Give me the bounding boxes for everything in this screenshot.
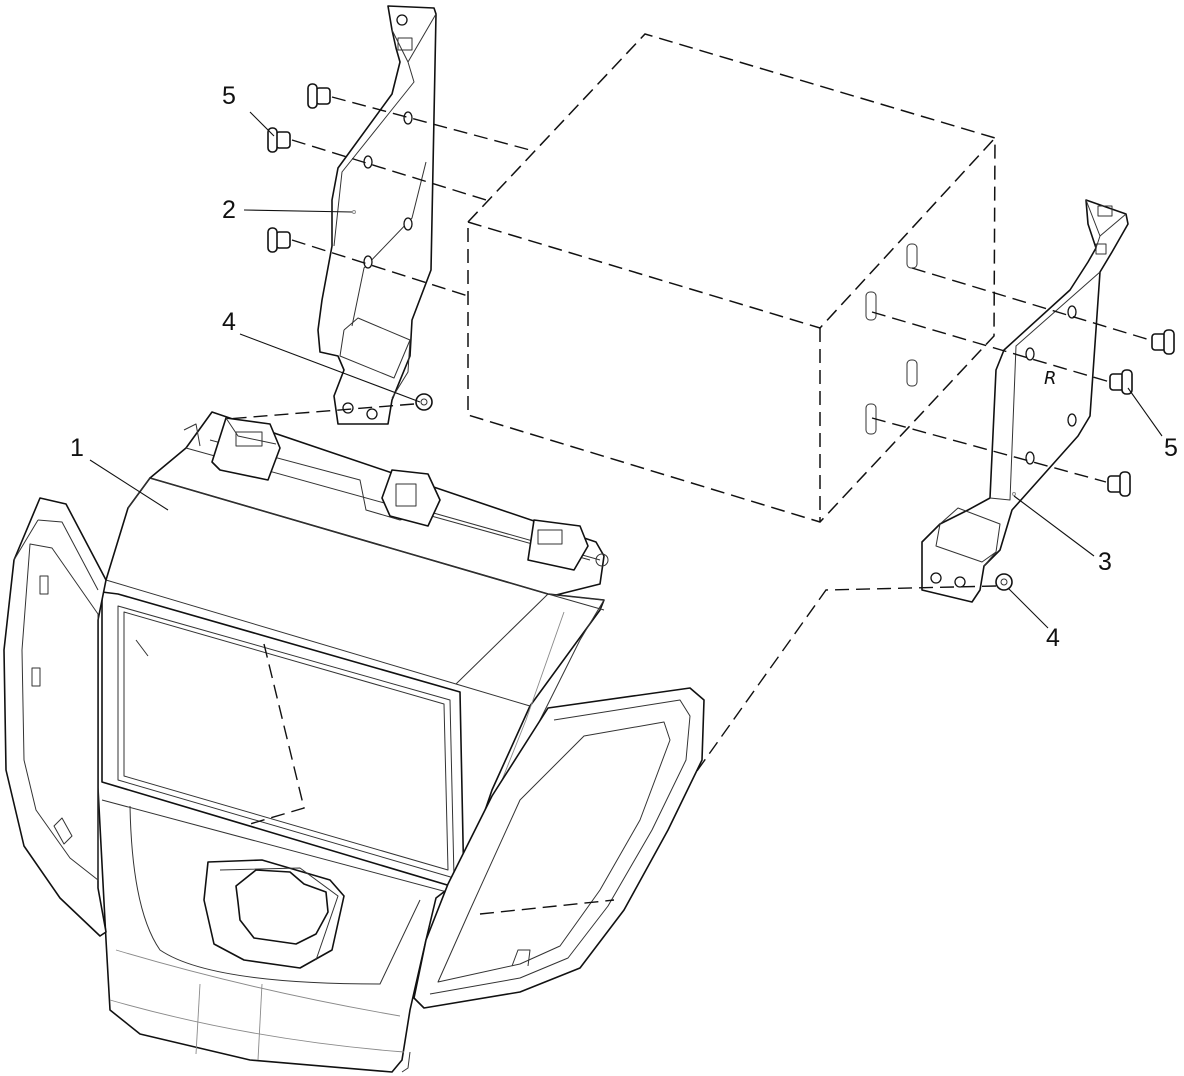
bracket-side-mark: R xyxy=(1044,368,1057,389)
right-bracket-screws xyxy=(995,329,1175,591)
callout-3: 3 xyxy=(1098,548,1112,576)
callout-4-right: 4 xyxy=(1046,624,1060,652)
callout-leaders xyxy=(89,111,1163,629)
callout-4-left: 4 xyxy=(222,308,236,336)
callout-5-right: 5 xyxy=(1164,434,1178,462)
radio-unit-box xyxy=(467,33,996,523)
callout-5-left: 5 xyxy=(222,82,236,110)
right-alignment-lines xyxy=(661,267,1151,821)
callout-1: 1 xyxy=(70,434,84,462)
right-mounting-bracket xyxy=(921,199,1129,603)
left-bracket-screws xyxy=(267,83,433,411)
left-mounting-bracket xyxy=(317,5,437,425)
center-console-bezel xyxy=(3,411,705,1073)
callout-2: 2 xyxy=(222,196,236,224)
